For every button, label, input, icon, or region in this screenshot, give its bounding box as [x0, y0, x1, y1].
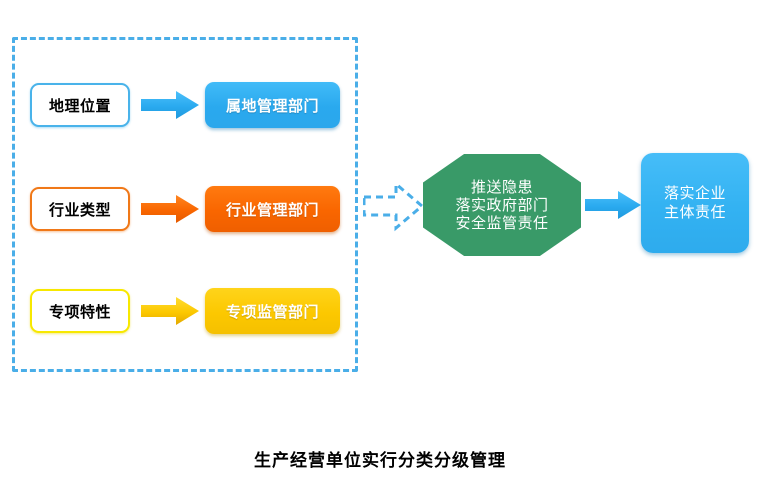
octagon-line-1: 推送隐患: [470, 177, 533, 196]
orange-block-arrow-icon: [141, 194, 199, 224]
department-box-industry[interactable]: 行业管理部门: [205, 186, 340, 232]
octagon-government-responsibility[interactable]: 推送隐患 落实政府部门 安全监管责任: [423, 154, 581, 256]
department-label: 属地管理部门: [225, 96, 319, 115]
department-box-special-supervision[interactable]: 专项监管部门: [205, 288, 340, 334]
octagon-line-2: 落实政府部门: [455, 195, 549, 214]
blue-block-arrow-icon-final: [585, 190, 641, 220]
outcome-line-2: 主体责任: [663, 203, 726, 221]
department-label: 行业管理部门: [225, 200, 319, 219]
outcome-line-1: 落实企业: [663, 183, 726, 202]
criterion-label: 行业类型: [48, 200, 111, 219]
yellow-block-arrow-icon: [141, 296, 199, 326]
criterion-box-geographic-location[interactable]: 地理位置: [30, 83, 130, 127]
octagon-line-3: 安全监管责任: [455, 214, 549, 233]
criterion-box-industry-type[interactable]: 行业类型: [30, 187, 130, 231]
department-label: 专项监管部门: [225, 302, 319, 321]
criterion-box-special-attribute[interactable]: 专项特性: [30, 289, 130, 333]
blue-block-arrow-icon: [141, 90, 199, 120]
dashed-block-arrow-icon: [362, 180, 425, 232]
outcome-box-enterprise-responsibility[interactable]: 落实企业 主体责任: [641, 153, 749, 253]
diagram-caption: 生产经营单位实行分类分级管理: [254, 451, 506, 471]
classification-group-box: [12, 37, 358, 372]
criterion-label: 地理位置: [48, 96, 111, 115]
department-box-territorial[interactable]: 属地管理部门: [205, 82, 340, 128]
criterion-label: 专项特性: [48, 302, 111, 321]
